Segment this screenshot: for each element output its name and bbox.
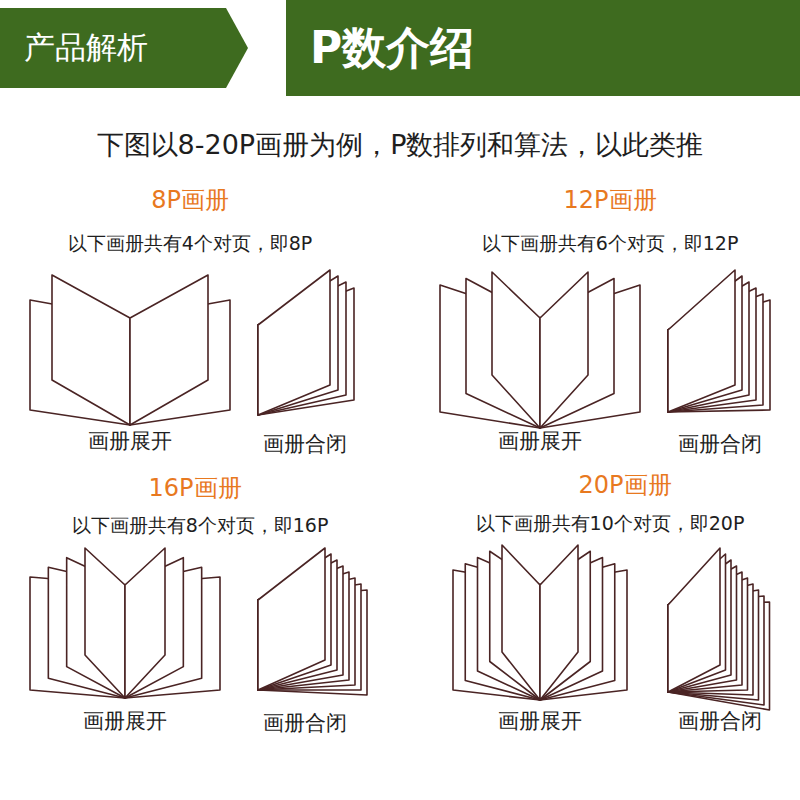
- panel-description: 以下画册共有10个对页，即20P: [476, 512, 745, 535]
- panel-description: 以下画册共有6个对页，即12P: [482, 232, 739, 255]
- page: [540, 545, 578, 700]
- caption: 画册展开: [498, 709, 582, 734]
- panel-heading: 8P画册: [151, 186, 229, 215]
- section-tab: 产品解析: [0, 8, 248, 88]
- open-brochure: [453, 545, 627, 700]
- caption: 画册合闭: [678, 709, 762, 734]
- caption: 画册展开: [88, 429, 172, 454]
- page: [258, 270, 330, 415]
- tab-fill: [0, 8, 248, 88]
- caption: 画册合闭: [678, 432, 762, 457]
- panel-heading: 12P画册: [563, 186, 656, 215]
- closed-brochure: [668, 548, 770, 710]
- caption: 画册合闭: [263, 432, 347, 457]
- open-brochure: [440, 272, 640, 428]
- subtitle: 下图以8-20P画册为例，P数排列和算法，以此类推: [97, 129, 704, 161]
- open-brochure: [30, 548, 220, 698]
- open-brochure: [30, 275, 230, 425]
- page: [540, 272, 588, 428]
- page: [125, 548, 165, 698]
- page: [130, 275, 208, 425]
- page: [85, 548, 125, 698]
- panel-description: 以下画册共有4个对页，即8P: [68, 232, 313, 255]
- band-text: 产品解析: [24, 27, 148, 69]
- title-band: P数介绍: [286, 0, 800, 96]
- closed-brochure: [668, 270, 770, 412]
- panel-heading: 20P画册: [578, 471, 671, 500]
- page: [52, 275, 130, 425]
- page: [668, 270, 735, 412]
- caption: 画册展开: [83, 709, 167, 734]
- page: [668, 548, 720, 692]
- panel-description: 以下画册共有8个对页，即16P: [72, 514, 329, 537]
- page: [492, 272, 540, 428]
- page: [258, 548, 325, 690]
- closed-brochure: [258, 548, 367, 695]
- closed-brochure: [258, 270, 354, 415]
- page: [502, 545, 540, 700]
- caption: 画册合闭: [263, 711, 347, 736]
- band-text: P数介绍: [310, 19, 474, 78]
- panel-heading: 16P画册: [148, 474, 241, 503]
- caption: 画册展开: [498, 429, 582, 454]
